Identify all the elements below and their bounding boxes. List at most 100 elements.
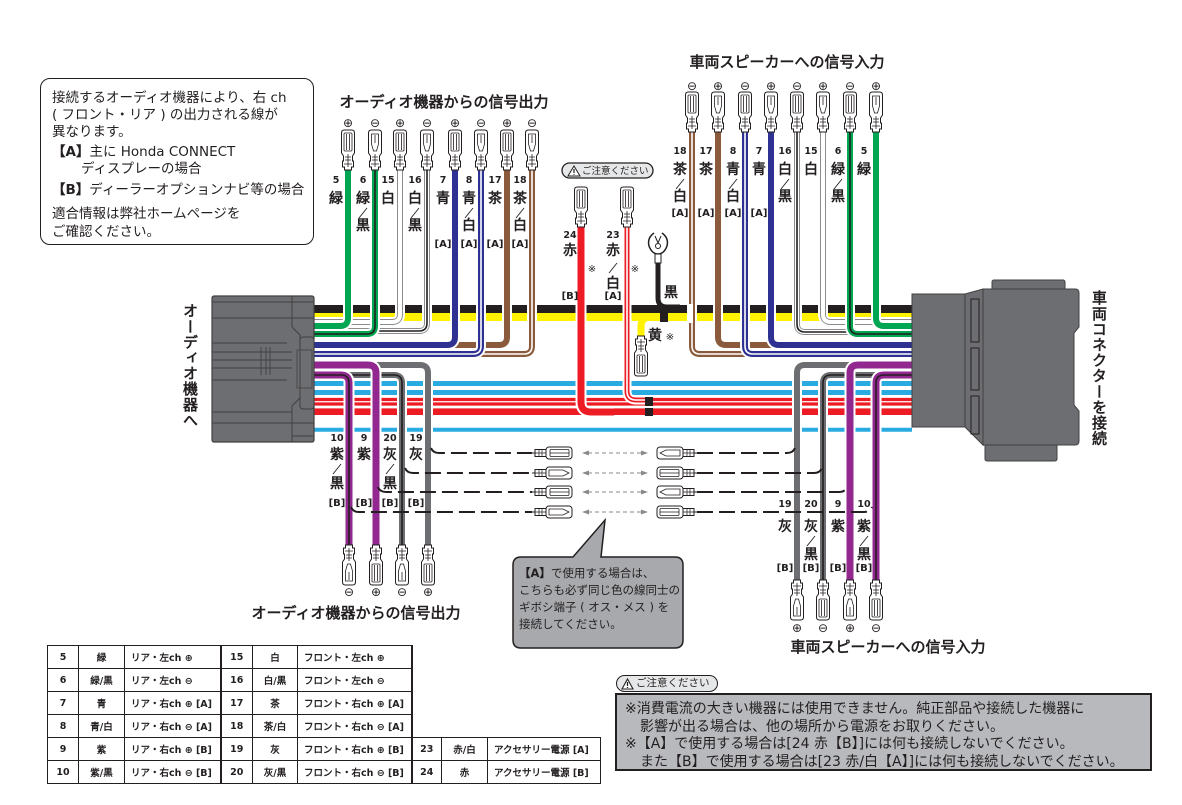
wire-label-8: 8青白[A]: [725, 146, 742, 219]
cell-wire-color: 青: [78, 691, 125, 715]
variant-tag: [B]: [830, 563, 847, 574]
wire-number: 7: [756, 146, 763, 157]
callout-line: 【A】で使用する場合は、: [519, 565, 685, 582]
cell-wire-function: リア・左ch ⊕: [124, 645, 222, 669]
terminal-5-speaker-input-top: [869, 91, 883, 133]
variant-tag: [B]: [803, 563, 820, 574]
callout-variant-tag: 【A】: [519, 566, 551, 580]
variant-tag: [A]: [435, 239, 452, 250]
wire-16-speaker-input-top: [792, 130, 920, 337]
slash-divider: [608, 262, 618, 274]
wire-stripe-name: 白: [673, 188, 687, 205]
callout-line-text: で使用する場合は、: [550, 566, 655, 580]
wire-color-name: 青: [726, 161, 740, 178]
wire-color-name: 白: [408, 190, 422, 207]
cell-wire-function: リア・右ch ⊕ [B]: [124, 737, 222, 761]
wire-16-audio-output-top: [306, 168, 432, 336]
mating-connector-10-vehicle: [656, 505, 697, 519]
wire-stripe-name: 黒: [778, 189, 792, 205]
cell-wire-number: 20: [220, 760, 253, 784]
dashed-lead-20-audio: [404, 467, 532, 474]
cell-wire-color: 緑/黒: [78, 668, 125, 692]
minus-icon: ⊖: [845, 79, 855, 93]
wire-label-7: 7青[A]: [751, 146, 768, 219]
wire-number: 20: [804, 499, 818, 510]
cell-wire-number: 15: [220, 645, 253, 669]
variant-tag: [A]: [461, 239, 478, 250]
terminal-20-audio-output-bottom: [395, 544, 409, 586]
wire-17-speaker-input-top: [713, 130, 920, 350]
wire-label-8: 8青白[A]: [461, 175, 478, 250]
variant-tag: [A]: [512, 239, 529, 250]
audio-output-bottom-title: オーディオ機器からの信号出力: [252, 604, 461, 622]
wire-8-speaker-input-top: [740, 130, 920, 359]
wire-label-5: 5緑: [329, 175, 344, 207]
splice-block: [645, 408, 653, 416]
wire-stripe-name: 黒: [408, 218, 422, 234]
slash-divider: [385, 463, 395, 475]
mating-connector-20-vehicle: [656, 466, 697, 480]
dashed-lead-10-vehicle: [697, 506, 873, 513]
wire-color-name: 白: [381, 190, 395, 207]
plus-icon: ⊕: [766, 79, 776, 93]
wire-gap: [687, 304, 693, 323]
terminals-layer: [341, 91, 883, 621]
audio-unit-connector: [211, 295, 315, 443]
empty-cell: [488, 669, 601, 692]
terminal-15-audio-output-top: [393, 129, 407, 171]
minus-icon: ⊖: [397, 585, 407, 599]
wire-label-5: 5緑: [857, 146, 872, 178]
note-mark: ※: [588, 264, 596, 275]
wire-label-15: 15白: [804, 146, 818, 178]
wire-color-name: 青: [462, 190, 476, 207]
variant-tag: [A]: [698, 208, 715, 219]
variant-tag: [A]: [672, 208, 689, 219]
wire-8-audio-output-top: [306, 168, 486, 359]
caution-line: ※【A】で使用する場合は[24 赤【B】]には何も接続しないでください。: [625, 736, 1074, 752]
wire-number: 5: [333, 175, 340, 186]
cell-wire-color: 紫: [78, 737, 125, 761]
slash-divider: [358, 207, 368, 219]
cell-wire-color: 緑: [78, 645, 125, 669]
labels-layer: オーディオ機器からの信号出力⊕5緑⊖6緑黒⊕15白⊖16白黒⊕7青[A]⊖8青白…: [252, 53, 986, 656]
wire-label-17: 17茶[A]: [487, 175, 504, 250]
terminal-9-speaker-input-bottom: [843, 579, 857, 621]
wire-label-15: 15白: [381, 175, 395, 207]
power-caution-badge-text: ご注意ください: [582, 165, 649, 177]
wire-10-speaker-input-bottom: [870, 369, 920, 582]
wire-color-name: 紫: [831, 518, 845, 535]
wire-stripe-name: 白: [606, 275, 620, 292]
cell-wire-function: フロント・左ch ⊕: [297, 645, 413, 669]
minus-icon: ⊖: [476, 116, 486, 130]
wire-7-speaker-input-top: [766, 130, 920, 350]
cell-wire-color: 赤: [441, 760, 488, 784]
wire-stripe-name: 白: [513, 217, 527, 234]
empty-cell: [442, 692, 488, 715]
variant-tag: [B]: [408, 498, 425, 509]
wire-number: 10: [330, 433, 344, 444]
terminal-24: [574, 186, 588, 228]
terminal-acc-yellow: [634, 335, 648, 377]
plus-icon: ⊕: [792, 621, 802, 635]
dashed-lead-9-vehicle: [697, 486, 848, 493]
cell-wire-color: 灰: [252, 737, 298, 761]
wire-label-17: 17茶[A]: [698, 146, 715, 219]
plus-icon: ⊕: [845, 621, 855, 635]
note-mark: ※: [666, 332, 674, 343]
wire-20-speaker-input-bottom: [818, 370, 920, 582]
wire-label-6: 6緑黒: [831, 146, 846, 205]
wire-15-audio-output-top: [306, 168, 405, 327]
slash-divider: [806, 535, 816, 547]
cell-wire-number: 7: [47, 691, 79, 715]
wire-10-audio-output-bottom: [306, 369, 355, 547]
speaker-input-top-title: 車両スピーカーへの信号入力: [689, 53, 884, 71]
cell-wire-color: 灰/黒: [252, 760, 298, 784]
caution-box: ※消費電流の大きい機器には使用できません。純正部品や接続した機器に 影響が出る場…: [615, 693, 1152, 771]
caution-badge: ご注意ください: [616, 675, 718, 692]
plus-icon: ⊕: [371, 585, 381, 599]
